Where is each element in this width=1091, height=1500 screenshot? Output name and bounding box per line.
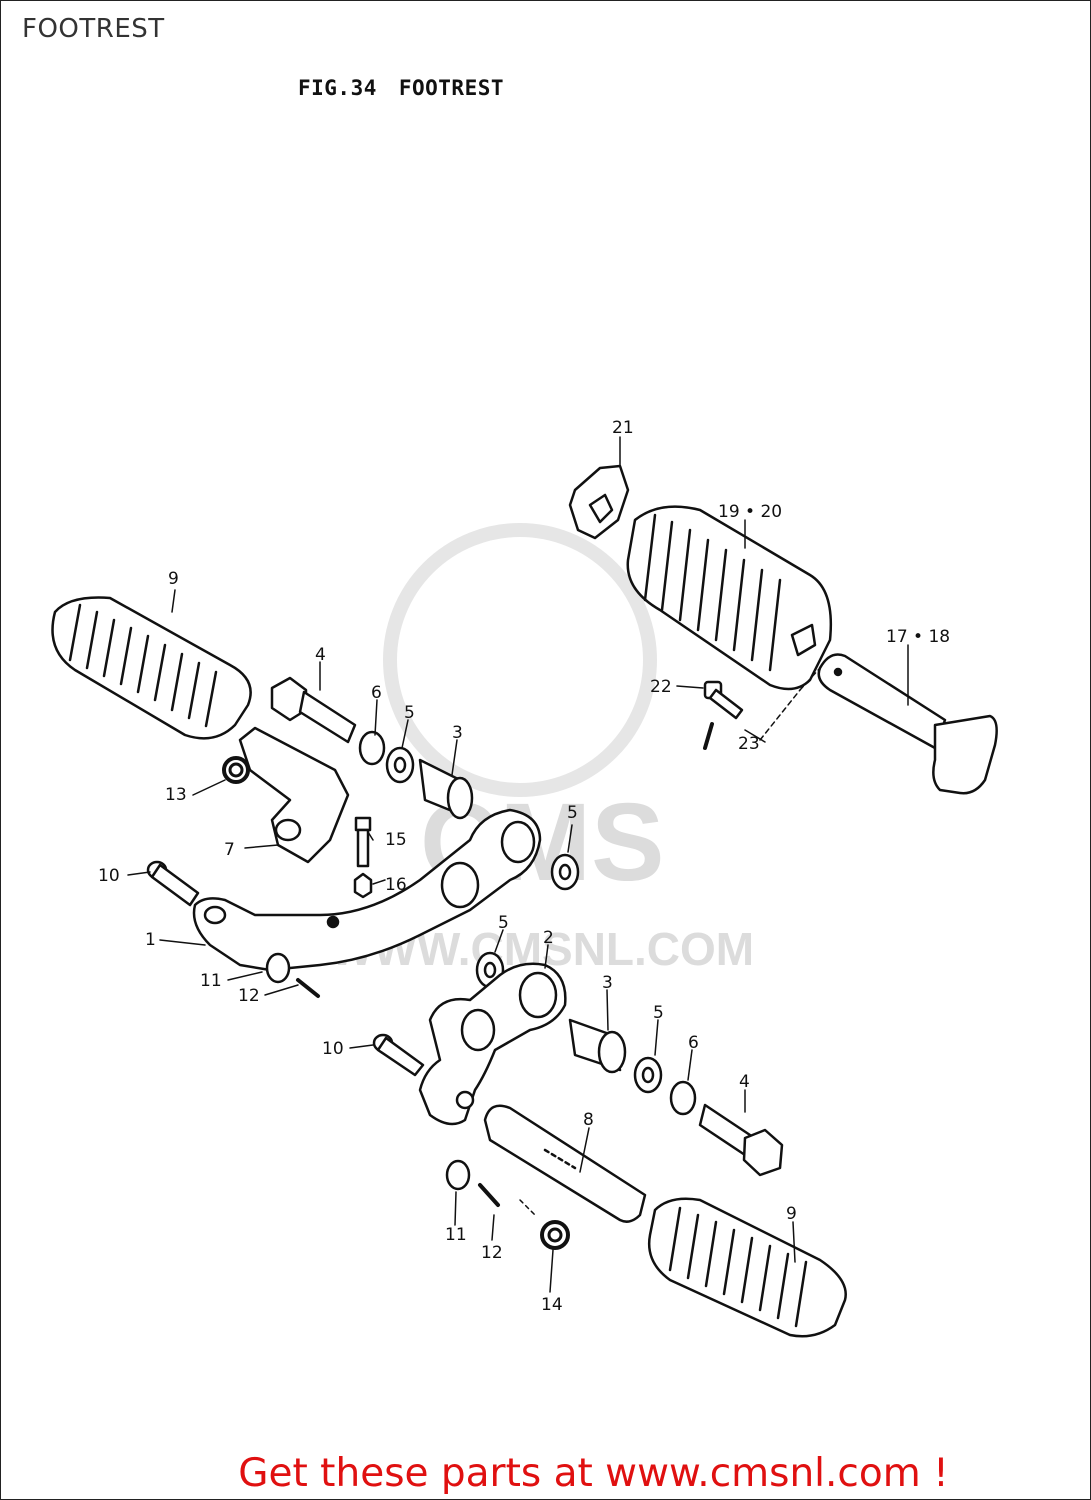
figure-number: FIG.34 xyxy=(298,76,377,100)
bolt-part-4-lower xyxy=(698,1103,784,1177)
page-title: FOOTREST xyxy=(22,14,165,44)
footrest-pin-17-18 xyxy=(817,653,998,795)
label-part-14: 14 xyxy=(541,1295,563,1315)
bolt-part-15 xyxy=(354,816,372,868)
footrest-rubber-9-right xyxy=(647,1197,847,1338)
label-part-2: 2 xyxy=(543,928,554,948)
washer-part-11-upper xyxy=(265,952,291,984)
footer-link-text[interactable]: Get these parts at www.cmsnl.com ! xyxy=(0,1451,1091,1496)
label-part-3-lower: 3 xyxy=(602,973,613,993)
label-part-7: 7 xyxy=(224,840,235,860)
footrest-bracket-part-2 xyxy=(418,962,567,1126)
figure-title: FIG.34 FOOTREST xyxy=(298,76,526,100)
label-part-12-lower: 12 xyxy=(481,1243,503,1263)
footrest-pin-part-8 xyxy=(483,1104,647,1223)
label-part-5-upper-a: 5 xyxy=(404,703,415,723)
washer-part-6-lower xyxy=(669,1080,697,1116)
label-part-16: 16 xyxy=(385,875,407,895)
label-part-5-upper-b: 5 xyxy=(567,803,578,823)
label-part-10-upper: 10 xyxy=(98,866,120,886)
label-part-12-upper: 12 xyxy=(238,986,260,1006)
label-part-9-right: 9 xyxy=(786,1204,797,1224)
bushing-part-3-upper xyxy=(418,758,474,820)
bushing-part-3-lower xyxy=(568,1018,627,1074)
footrest-arm-part-1 xyxy=(192,808,542,972)
label-part-5-lower-b: 5 xyxy=(653,1003,664,1023)
cotter-pin-part-12-lower xyxy=(478,1183,500,1207)
label-part-11-lower: 11 xyxy=(445,1225,467,1245)
label-part-5-lower-a: 5 xyxy=(498,913,509,933)
spring-part-14 xyxy=(540,1220,570,1250)
cotter-pin-part-12-upper xyxy=(296,978,320,998)
label-part-22: 22 xyxy=(650,677,672,697)
bracket-part-7 xyxy=(238,726,350,864)
bolt-part-22 xyxy=(703,680,744,720)
plate-part-21 xyxy=(568,464,630,540)
pin-part-10-upper xyxy=(146,860,200,907)
figure-name: FOOTREST xyxy=(398,76,505,100)
label-part-23: 23 xyxy=(738,734,760,754)
label-part-21: 21 xyxy=(612,418,634,438)
label-part-6-upper: 6 xyxy=(371,683,382,703)
label-part-8: 8 xyxy=(583,1110,594,1130)
footrest-rubber-19-20 xyxy=(626,505,832,691)
label-part-13: 13 xyxy=(165,785,187,805)
watermark-logo-icon xyxy=(383,523,657,797)
washer-part-11-lower xyxy=(445,1159,471,1191)
bolt-part-4-upper xyxy=(270,676,357,744)
label-part-10-lower: 10 xyxy=(322,1039,344,1059)
label-part-11-upper: 11 xyxy=(200,971,222,991)
footer-text[interactable]: Get these parts at www.cmsnl.com ! xyxy=(238,1451,949,1496)
footrest-rubber-9-left xyxy=(51,596,252,740)
part-labels: 9 4 6 5 3 13 7 15 16 10 1 11 12 5 21 19 … xyxy=(98,418,950,1315)
label-part-15: 15 xyxy=(385,830,407,850)
nut-part-16 xyxy=(353,872,373,899)
pin-part-10-lower xyxy=(372,1033,425,1077)
label-part-17-18: 17 • 18 xyxy=(886,627,950,647)
label-part-6-lower: 6 xyxy=(688,1033,699,1053)
cotter-pin-part-23 xyxy=(703,722,714,750)
label-part-19-20: 19 • 20 xyxy=(718,502,782,522)
washer-part-6-upper xyxy=(358,730,386,766)
label-part-3-upper: 3 xyxy=(452,723,463,743)
leader-lines xyxy=(127,436,909,1293)
label-part-4-lower: 4 xyxy=(739,1072,750,1092)
label-part-9-left: 9 xyxy=(168,569,179,589)
spring-part-13 xyxy=(222,756,250,784)
label-part-1: 1 xyxy=(145,930,156,950)
label-part-4-upper: 4 xyxy=(315,645,326,665)
